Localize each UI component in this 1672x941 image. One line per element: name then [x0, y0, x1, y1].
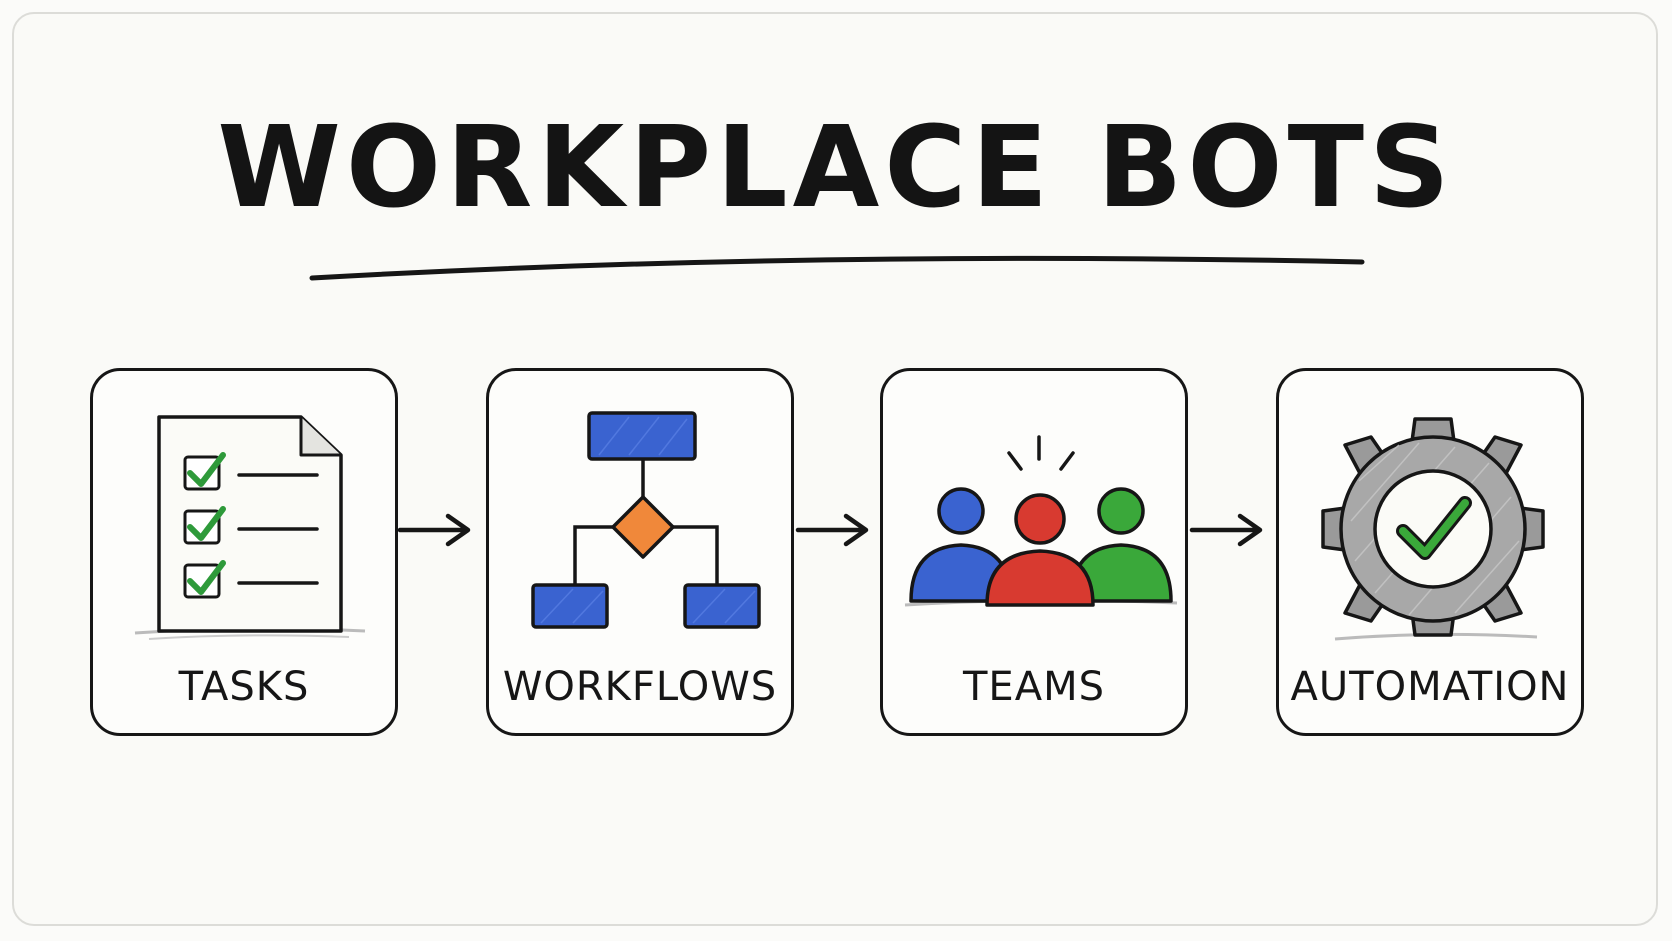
step-card-teams: TEAMS [880, 368, 1188, 736]
arrow-right-icon [1189, 513, 1263, 547]
step-card-tasks: TASKS [90, 368, 398, 736]
arrow-right-icon [397, 513, 471, 547]
step-label-teams: TEAMS [963, 664, 1105, 710]
flowchart-icon [531, 411, 761, 629]
step-label-tasks: TASKS [178, 664, 310, 710]
diagram-title: WORKPLACE BOTS [217, 103, 1455, 233]
gear-check-icon [1321, 417, 1545, 641]
step-card-workflows: WORKFLOWS [486, 368, 794, 736]
step-card-automation: AUTOMATION [1276, 368, 1584, 736]
step-label-automation: AUTOMATION [1290, 664, 1570, 710]
checklist-document-icon [134, 415, 366, 640]
arrow-right-icon [795, 513, 869, 547]
step-label-workflows: WORKFLOWS [502, 664, 778, 710]
team-people-icon [904, 435, 1178, 607]
